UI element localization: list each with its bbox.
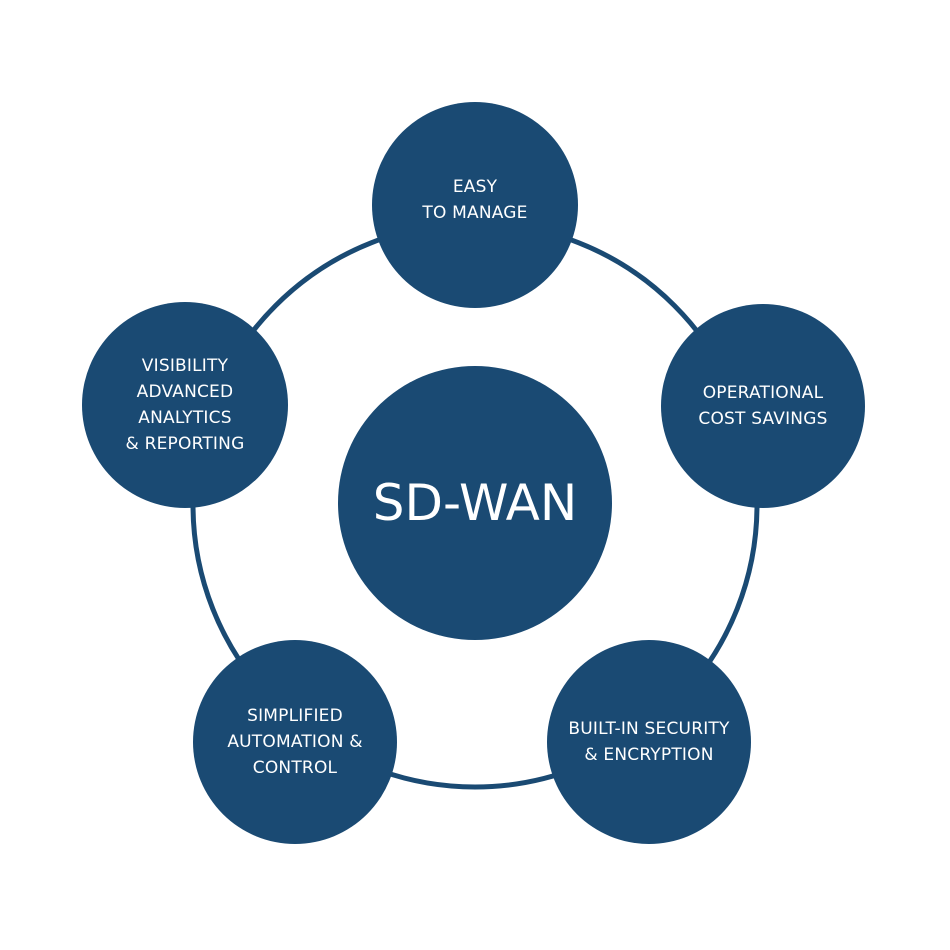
benefit-node-easy-to-manage: EASY TO MANAGE xyxy=(372,102,578,308)
benefit-label: SIMPLIFIED AUTOMATION & CONTROL xyxy=(227,706,363,778)
benefit-node-security: BUILT-IN SECURITY & ENCRYPTION xyxy=(547,640,751,844)
benefit-node-visibility: VISIBILITY ADVANCED ANALYTICS & REPORTIN… xyxy=(82,302,288,508)
center-label: SD-WAN xyxy=(372,474,578,532)
benefit-label: OPERATIONAL COST SAVINGS xyxy=(698,383,828,429)
benefit-node-cost-savings: OPERATIONAL COST SAVINGS xyxy=(661,304,865,508)
benefit-label: VISIBILITY ADVANCED ANALYTICS & REPORTIN… xyxy=(125,356,245,454)
benefit-node-automation: SIMPLIFIED AUTOMATION & CONTROL xyxy=(193,640,397,844)
benefit-label: EASY TO MANAGE xyxy=(422,177,528,223)
benefit-label: BUILT-IN SECURITY & ENCRYPTION xyxy=(568,719,730,765)
center-node-sdwan: SD-WAN xyxy=(338,366,612,640)
